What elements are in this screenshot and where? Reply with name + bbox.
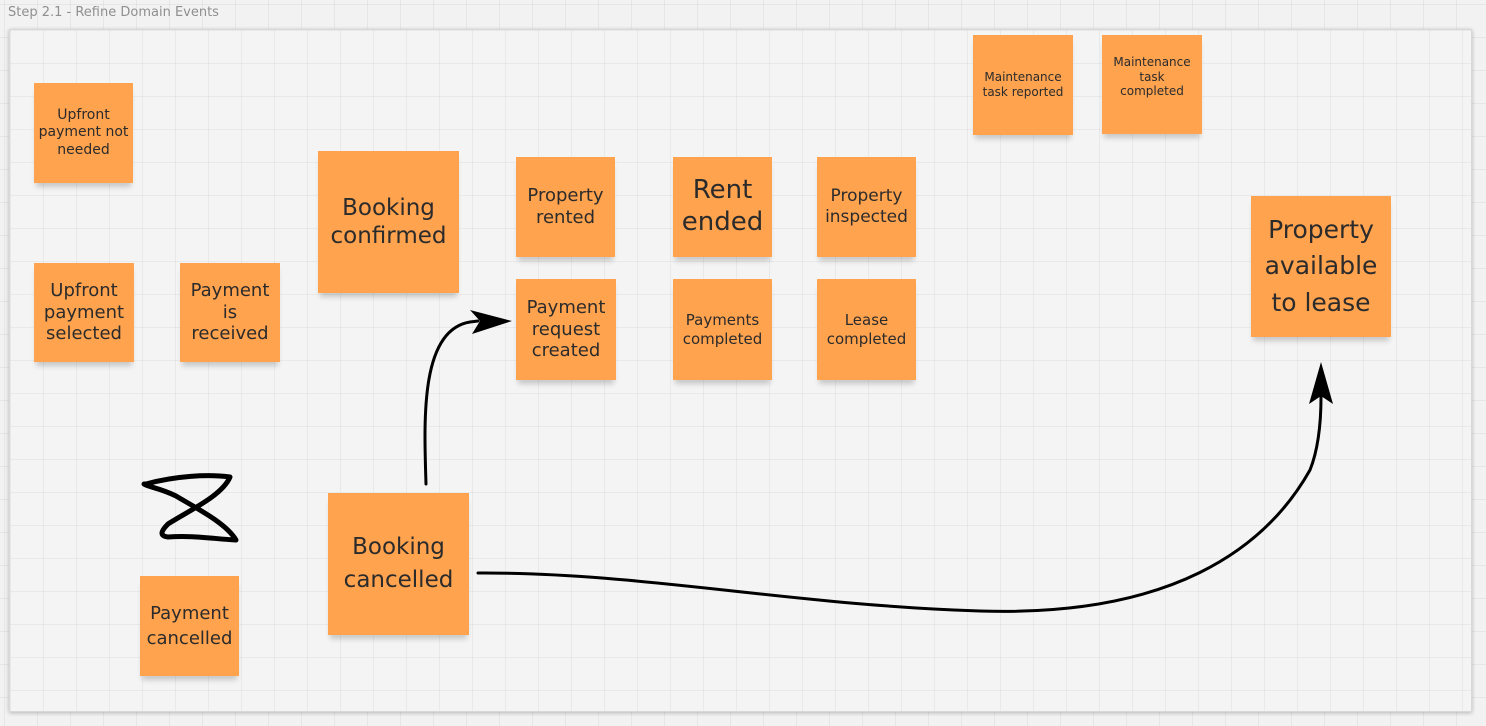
sticky-label: Rent ended	[681, 175, 764, 237]
sticky-payments-completed[interactable]: Payments completed	[673, 279, 772, 380]
sticky-payment-is-received[interactable]: Payment is received	[180, 263, 280, 362]
sticky-label: Upfront payment not needed	[38, 107, 129, 158]
sticky-label: Payment is received	[190, 279, 270, 345]
sticky-payment-request-created[interactable]: Payment request created	[516, 279, 616, 380]
sticky-label: Payment request created	[526, 296, 606, 362]
sticky-label: Property inspected	[825, 186, 908, 227]
sticky-label: Booking confirmed	[330, 194, 447, 249]
sticky-label: Payments completed	[682, 311, 763, 348]
sticky-lease-completed[interactable]: Lease completed	[817, 279, 916, 380]
sticky-payment-cancelled[interactable]: Payment cancelled	[140, 576, 239, 676]
sticky-property-rented[interactable]: Property rented	[516, 157, 615, 257]
sticky-label: Lease completed	[826, 311, 907, 348]
sticky-property-inspected[interactable]: Property inspected	[817, 157, 916, 257]
sticky-label: Maintenance task completed	[1113, 55, 1191, 99]
frame-title[interactable]: Step 2.1 - Refine Domain Events	[8, 5, 219, 20]
sticky-label: Property available to lease	[1264, 215, 1378, 317]
sticky-label: Payment cancelled	[146, 602, 233, 649]
sticky-rent-ended[interactable]: Rent ended	[673, 157, 772, 257]
sticky-maintenance-task-reported[interactable]: Maintenance task reported	[973, 35, 1073, 135]
sticky-booking-confirmed[interactable]: Booking confirmed	[318, 151, 459, 293]
sticky-label: Upfront payment selected	[43, 279, 125, 345]
sticky-upfront-payment-not-needed[interactable]: Upfront payment not needed	[34, 83, 133, 183]
sticky-upfront-payment-selected[interactable]: Upfront payment selected	[34, 263, 134, 362]
sticky-label: Property rented	[527, 185, 604, 228]
sticky-label: Booking cancelled	[343, 533, 454, 593]
sticky-label: Maintenance task reported	[982, 70, 1064, 99]
sticky-booking-cancelled[interactable]: Booking cancelled	[328, 493, 469, 635]
sticky-maintenance-task-completed[interactable]: Maintenance task completed	[1102, 35, 1202, 134]
sticky-property-available-to-lease[interactable]: Property available to lease	[1251, 196, 1391, 337]
